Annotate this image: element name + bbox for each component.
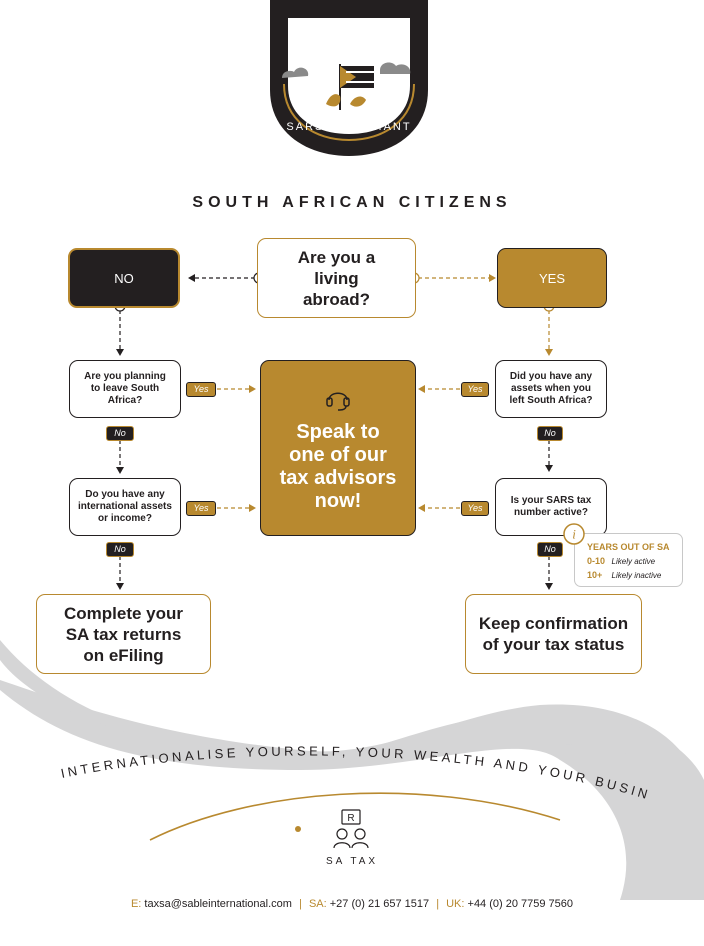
- info-row-0: 0-10 Likely active: [587, 556, 655, 566]
- email-label: E:: [130, 898, 142, 910]
- right-outcome-box: Keep confirmation of your tax status: [465, 594, 642, 674]
- headset-icon: [326, 392, 350, 411]
- left-outcome-text: Complete your SA tax returns on eFiling: [63, 603, 184, 665]
- separator: |: [436, 898, 440, 910]
- tag-no-right-2: No: [537, 542, 563, 557]
- info-row-0-range: 0-10: [587, 556, 606, 566]
- years-out-info-panel: YEARS OUT OF SA 0-10 Likely active 10+ L…: [574, 533, 683, 587]
- advisor-text: Speak to one of our tax advisors now!: [279, 421, 397, 512]
- info-row-0-status: Likely active: [611, 557, 656, 566]
- sa-tax-logo: R SA TAX: [326, 809, 378, 867]
- uk-phone[interactable]: +44 (0) 20 7759 7560: [467, 898, 574, 910]
- right-question-1: Did you have any assets when you left So…: [495, 360, 607, 418]
- tag-no-left-1: No: [106, 426, 134, 441]
- info-icon: i: [563, 523, 585, 545]
- info-title: YEARS OUT OF SA: [587, 542, 670, 552]
- flag-icon: [339, 64, 374, 110]
- page-heading: SOUTH AFRICAN CITIZENS: [192, 194, 512, 211]
- advisor-box: Speak to one of our tax advisors now!: [260, 360, 416, 536]
- uk-label: UK:: [446, 898, 465, 910]
- start-question-box: Are you a living abroad?: [257, 238, 416, 318]
- right-outcome-text: Keep confirmation of your tax status: [478, 614, 629, 654]
- info-row-1-status: Likely inactive: [611, 571, 662, 580]
- logo-letter: R: [347, 813, 354, 824]
- left-question-2-text: Do you have any international assets or …: [78, 489, 172, 524]
- badge-label: SARS COMPLIANT: [286, 121, 411, 133]
- separator: |: [299, 898, 302, 910]
- yes-box: YES: [497, 248, 607, 308]
- tag-yes-left-2: Yes: [186, 501, 216, 516]
- sa-phone[interactable]: +27 (0) 21 657 1517: [329, 898, 430, 910]
- left-question-2: Do you have any international assets or …: [69, 478, 181, 536]
- info-icon-letter: i: [572, 527, 576, 542]
- yes-label: YES: [538, 270, 565, 286]
- no-label: NO: [114, 270, 134, 286]
- start-question-text: Are you a living abroad?: [297, 247, 376, 309]
- tag-yes-left-1: Yes: [186, 382, 216, 397]
- left-question-1: Are you planning to leave South Africa?: [69, 360, 181, 418]
- tag-no-right-1: No: [537, 426, 563, 441]
- sars-compliant-badge: SARS COMPLIANT: [270, 0, 428, 156]
- contact-footer: E: taxsa@sableinternational.com | SA: +2…: [0, 898, 704, 910]
- no-box: NO: [68, 248, 180, 308]
- tag-no-left-2: No: [106, 542, 134, 557]
- right-question-2-text: Is your SARS tax number active?: [510, 495, 592, 518]
- tagline-text: INTERNATIONALISE YOURSELF, YOUR WEALTH A…: [0, 0, 649, 803]
- right-question-2: Is your SARS tax number active?: [495, 478, 607, 536]
- left-outcome-box: Complete your SA tax returns on eFiling: [36, 594, 211, 674]
- tag-yes-right-1: Yes: [461, 382, 489, 397]
- left-question-1-text: Are you planning to leave South Africa?: [84, 371, 166, 406]
- tag-yes-right-2: Yes: [461, 501, 489, 516]
- sa-label: SA:: [308, 898, 327, 910]
- info-row-1: 10+ Likely inactive: [587, 570, 661, 580]
- info-row-1-range: 10+: [587, 570, 603, 580]
- email-link[interactable]: taxsa@sableinternational.com: [144, 898, 292, 910]
- logo-text: SA TAX: [326, 856, 378, 867]
- right-question-1-text: Did you have any assets when you left So…: [509, 371, 593, 406]
